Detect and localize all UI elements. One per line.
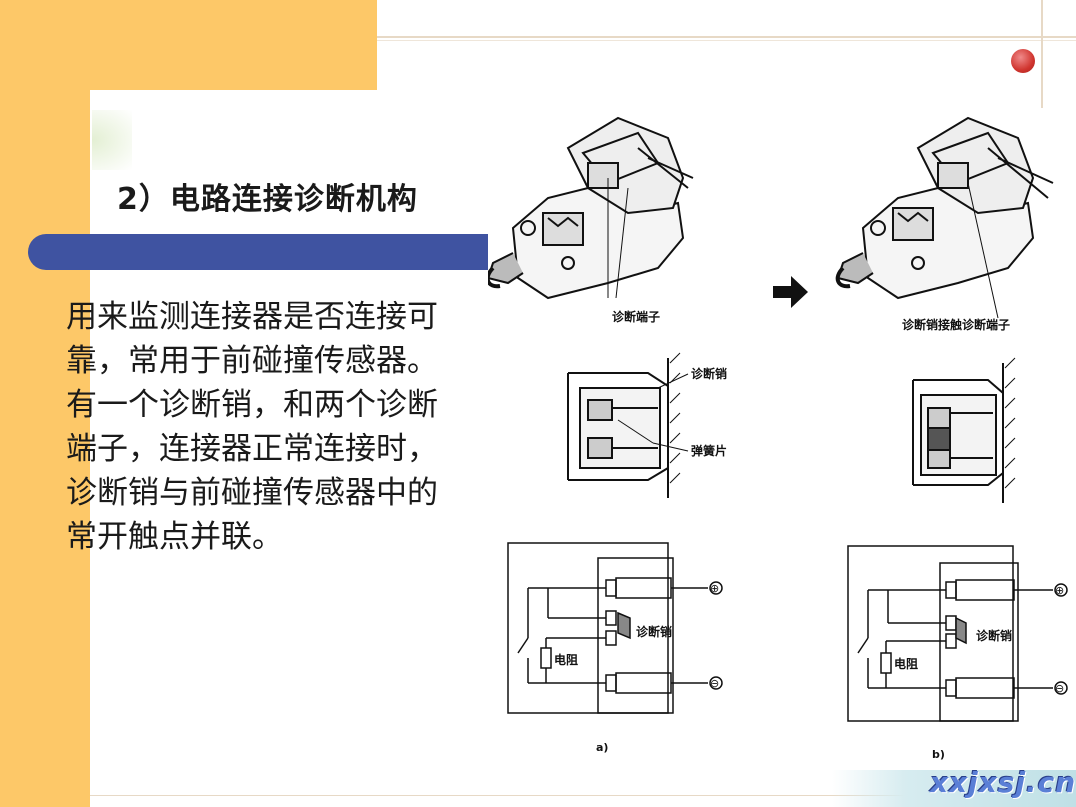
connector-drawing-left <box>485 116 694 300</box>
symbol-plus-a: ⊕ <box>710 582 719 595</box>
decor-vertical-line <box>1041 0 1043 108</box>
caption-b: b) <box>932 748 945 761</box>
decor-yellow-side <box>0 0 90 807</box>
body-line: 诊断销与前碰撞传感器中的 <box>66 475 438 511</box>
circuit-diagram-left <box>507 542 723 714</box>
symbol-minus-b: ⊖ <box>1055 682 1064 695</box>
connector-drawing-right <box>835 116 1054 319</box>
label-circuit-pin-b: 诊断销 <box>976 628 1012 643</box>
caption-a: a) <box>596 741 608 754</box>
cross-section-left <box>567 352 681 498</box>
arrow-icon <box>773 276 808 308</box>
decor-bottom-line <box>90 795 1076 796</box>
label-spring-plate: 弹簧片 <box>691 443 727 458</box>
watermark-background <box>832 770 1076 807</box>
label-circuit-pin-a: 诊断销 <box>636 624 672 639</box>
label-diagnostic-pin-section: 诊断销 <box>691 366 727 381</box>
label-resistor-b: 电阻 <box>894 656 918 671</box>
title-underline-bar <box>28 234 503 270</box>
slide-body: 用来监测连接器是否连接可 靠，常用于前碰撞传感器。 有一个诊断销，和两个诊断 端… <box>66 295 506 559</box>
cross-section-right <box>912 357 1016 503</box>
body-line: 用来监测连接器是否连接可 <box>66 299 438 335</box>
body-line: 靠，常用于前碰撞传感器。 <box>66 343 438 379</box>
label-resistor-a: 电阻 <box>554 652 578 667</box>
body-line: 有一个诊断销，和两个诊断 <box>66 387 438 423</box>
label-pin-contacts-terminal: 诊断销接触诊断端子 <box>902 317 1010 332</box>
label-diagnostic-terminal: 诊断端子 <box>612 309 660 324</box>
circuit-diagram-right <box>847 545 1068 722</box>
connector-diagram-figure: 诊断端子 诊断销接触诊断端子 <box>485 108 1076 778</box>
decor-glow <box>92 110 132 170</box>
watermark-text: xxjxsj.cn <box>930 766 1076 799</box>
decor-top-line-2 <box>377 40 1076 41</box>
decor-red-dot <box>1011 49 1035 73</box>
body-line: 端子，连接器正常连接时， <box>66 431 438 467</box>
symbol-plus-b: ⊕ <box>1055 584 1064 597</box>
symbol-minus-a: ⊖ <box>710 677 719 690</box>
body-line: 常开触点并联。 <box>66 519 283 555</box>
slide-title: 2）电路连接诊断机构 <box>117 182 418 217</box>
decor-top-line <box>377 36 1076 38</box>
